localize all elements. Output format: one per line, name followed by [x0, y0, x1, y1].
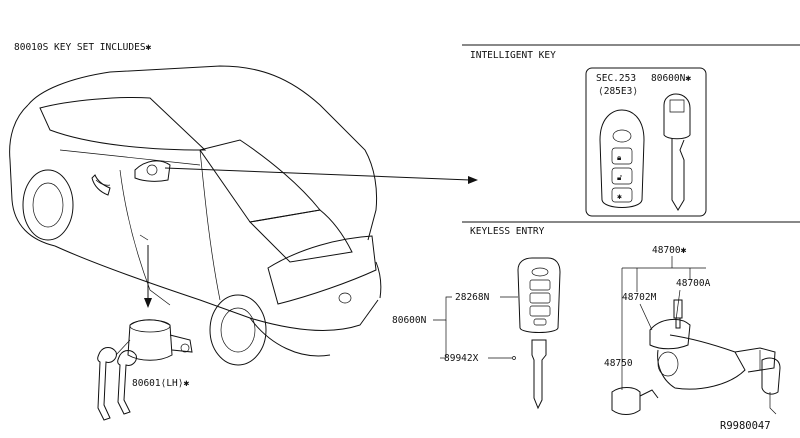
label-48700A: 48700A [676, 278, 711, 289]
intelligent-key-box [585, 67, 707, 217]
arrow-head-intelligent-key [468, 176, 478, 184]
arrow-head-door-lock [144, 298, 152, 308]
label-48700: 48700✱ [652, 245, 687, 256]
leader-80600N [433, 296, 452, 321]
leader-48700A [675, 289, 681, 321]
unlock-icon: 🔓︎ [617, 173, 622, 182]
label-80601: 80601⟨LH⟩✱ [132, 378, 189, 389]
section-title-keyless-entry: KEYLESS ENTRY [470, 226, 545, 237]
label-sec253-sub: ⟨285E3⟩ [598, 86, 638, 97]
key-set-note: 80010S KEY SET INCLUDES✱ [14, 42, 152, 53]
panic-icon: ✱ [617, 192, 622, 201]
label-89942X: 89942X [444, 353, 479, 364]
emergency-key [663, 93, 691, 211]
intelligent-key-fob: 🔒︎ 🔓︎ ✱ [599, 109, 645, 208]
vehicle-illustration [9, 65, 382, 366]
keyless-remote [517, 257, 561, 333]
section-title-intelligent-key: INTELLIGENT KEY [470, 50, 556, 61]
ignition-lock-assembly [611, 299, 781, 415]
label-80600N: 80600N [392, 315, 427, 326]
label-28268N: 28268N [455, 292, 490, 303]
keyless-blade-key [531, 339, 547, 410]
lock-icon: 🔒︎ [617, 153, 621, 162]
label-48750: 48750 [604, 358, 633, 369]
reference-code: R9980047 [720, 420, 771, 432]
leader-48702M [639, 303, 653, 331]
arrow-to-intelligent-key [164, 167, 471, 181]
label-48702M: 48702M [622, 292, 657, 303]
label-80600N-star: 80600N✱ [651, 73, 691, 84]
label-sec253: SEC.253 [596, 73, 636, 84]
door-lock-cylinder [97, 319, 193, 421]
